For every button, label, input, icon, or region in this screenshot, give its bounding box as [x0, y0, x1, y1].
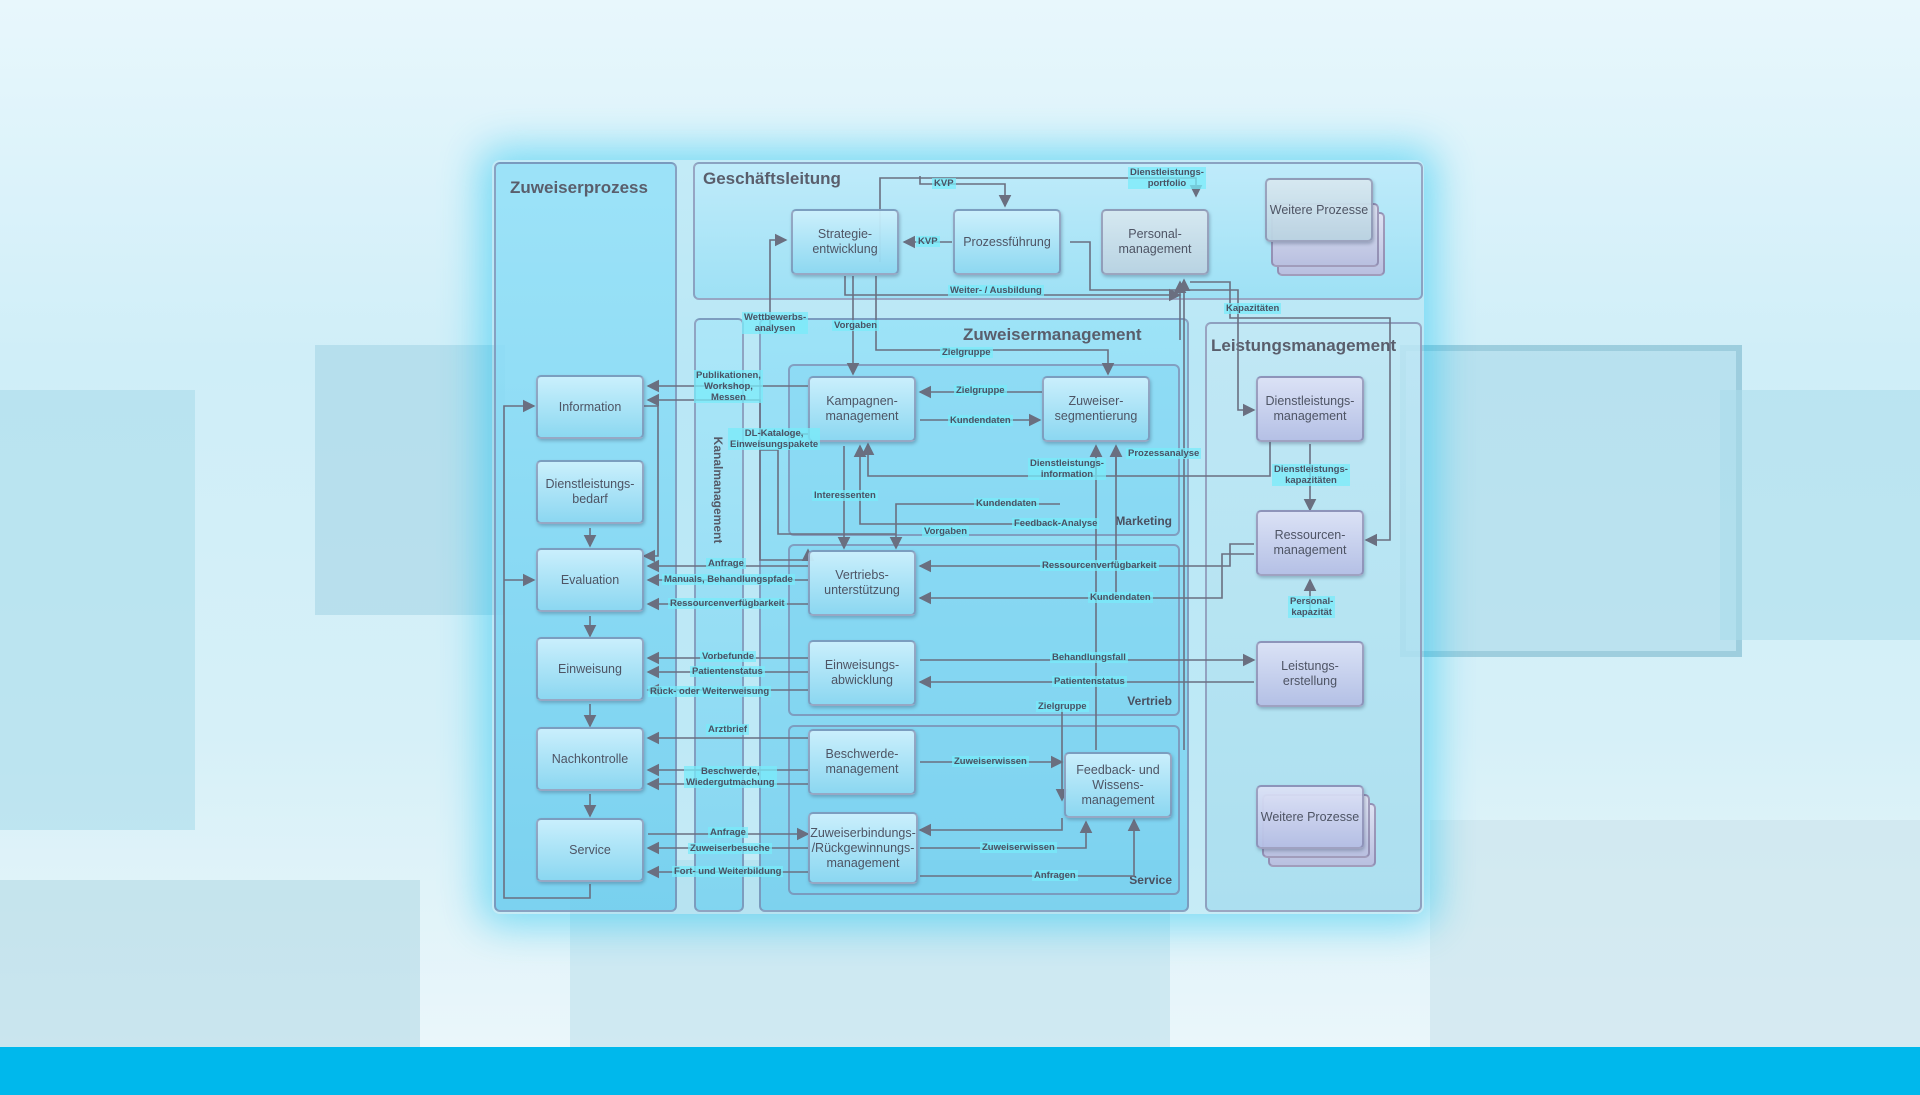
- label-zuweiserwissen-2: Zuweiserwissen: [980, 842, 1057, 853]
- label-zuweiserbesuche: Zuweiserbesuche: [688, 843, 772, 854]
- label-dl-kataloge: DL-Kataloge, Einweisungspakete: [728, 428, 821, 450]
- bottom-accent-bar: [0, 1047, 1920, 1095]
- label-feedback-analyse: Feedback-Analyse: [1012, 518, 1100, 529]
- label-fortbildung: Fort- und Weiterbildung: [672, 866, 784, 877]
- node-dienstleistungsmanagement[interactable]: Dienstleistungs- management: [1256, 376, 1364, 442]
- node-leistungserstellung[interactable]: Leistungs- erstellung: [1256, 641, 1364, 707]
- node-evaluation[interactable]: Evaluation: [536, 548, 644, 612]
- label-manuals: Manuals, Behandlungspfade: [662, 574, 795, 585]
- label-vorgaben-mid: Vorgaben: [922, 526, 970, 537]
- label-kvp-top: KVP: [932, 178, 956, 189]
- label-prozessanalyse: Prozessanalyse: [1126, 448, 1202, 459]
- node-weitere-prozesse-bottom[interactable]: Weitere Prozesse: [1256, 785, 1364, 849]
- node-dienstleistungsbedarf[interactable]: Dienstleistungs- bedarf: [536, 460, 644, 524]
- node-personalmanagement[interactable]: Personal- management: [1101, 209, 1209, 275]
- node-kampagnenmanagement[interactable]: Kampagnen- management: [808, 376, 916, 442]
- node-beschwerdemanagement[interactable]: Beschwerde- management: [808, 729, 916, 795]
- label-kvp-mid: KVP: [916, 236, 940, 247]
- lane-title-zuweisermanagement: Zuweisermanagement: [963, 325, 1142, 344]
- label-rueck-weiterweisung: Rück- oder Weiterweisung: [648, 686, 772, 697]
- label-kundendaten-2: Kundendaten: [974, 498, 1039, 509]
- section-title-marketing: Marketing: [1115, 514, 1172, 528]
- label-publikationen: Publikationen, Workshop, Messen: [694, 370, 763, 403]
- label-kapazitaeten: Kapazitäten: [1224, 303, 1282, 314]
- label-vorbefunde: Vorbefunde: [700, 651, 757, 662]
- label-ressourcenverfuegbarkeit-2: Ressourcenverfügbarkeit: [1040, 560, 1159, 571]
- label-kundendaten-3: Kundendaten: [1088, 592, 1153, 603]
- label-dl-information: Dienstleistungs- information: [1028, 458, 1106, 480]
- connector-arrows: [503, 176, 1391, 899]
- section-title-vertrieb: Vertrieb: [1127, 694, 1172, 708]
- label-personalkapazitaet: Personal- kapazität: [1288, 596, 1336, 618]
- node-nachkontrolle[interactable]: Nachkontrolle: [536, 727, 644, 791]
- label-zuweiserwissen-1: Zuweiserwissen: [952, 756, 1029, 767]
- label-zielgruppe-top: Zielgruppe: [940, 347, 993, 358]
- label-zielgruppe-mid: Zielgruppe: [954, 385, 1007, 396]
- label-patientenstatus-1: Patientenstatus: [690, 666, 765, 677]
- label-anfrage-2: Anfrage: [708, 827, 748, 838]
- label-weiter-ausbildung: Weiter- / Ausbildung: [948, 285, 1044, 296]
- label-zielgruppe-low: Zielgruppe: [1036, 701, 1089, 712]
- label-dl-kapazitaeten: Dienstleistungs- kapazitäten: [1272, 464, 1350, 486]
- label-anfragen: Anfragen: [1032, 870, 1078, 881]
- label-wettbewerbsanalysen: Wettbewerbs- analysen: [742, 312, 809, 334]
- label-behandlungsfall: Behandlungsfall: [1050, 652, 1128, 663]
- node-einweisungsabwicklung[interactable]: Einweisungs- abwicklung: [808, 640, 916, 706]
- lane-title-zuweiserprozess: Zuweiserprozess: [510, 178, 648, 197]
- node-strategieentwicklung[interactable]: Strategie- entwicklung: [791, 209, 899, 275]
- node-weitere-prozesse-top[interactable]: Weitere Prozesse: [1265, 178, 1373, 242]
- lane-title-leistungsmanagement: Leistungsmanagement: [1211, 336, 1397, 355]
- lane-kanalmanagement: Kanalmanagement: [694, 318, 744, 912]
- node-einweisung[interactable]: Einweisung: [536, 637, 644, 701]
- label-arztbrief: Arztbrief: [706, 724, 750, 735]
- node-service[interactable]: Service: [536, 818, 644, 882]
- section-title-service: Service: [1129, 873, 1172, 887]
- label-anfrage-1: Anfrage: [706, 558, 746, 569]
- label-dienstleistungsportfolio: Dienstleistungs- portfolio: [1128, 167, 1206, 189]
- node-zuweisersegmentierung[interactable]: Zuweiser- segmentierung: [1042, 376, 1150, 442]
- label-interessenten: Interessenten: [812, 490, 878, 501]
- label-kundendaten-1: Kundendaten: [948, 415, 1013, 426]
- lane-title-geschaeftsleitung: Geschäftsleitung: [703, 169, 841, 188]
- node-feedback-wissensmanagement[interactable]: Feedback- und Wissens- management: [1064, 752, 1172, 818]
- label-ressourcenverfuegbarkeit-1: Ressourcenverfügbarkeit: [668, 598, 787, 609]
- node-ressourcenmanagement[interactable]: Ressourcen- management: [1256, 510, 1364, 576]
- label-vorgaben-top: Vorgaben: [832, 320, 880, 331]
- node-information[interactable]: Information: [536, 375, 644, 439]
- label-beschwerde: Beschwerde, Wiedergutmachung: [684, 766, 777, 788]
- zuweisermanagement-diagram: Zuweiserprozess Geschäftsleitung Kanalma…: [492, 160, 1424, 914]
- node-zuweiserbindung[interactable]: Zuweiserbindungs- /Rückgewinnungs- manag…: [808, 812, 918, 884]
- node-prozessfuehrung[interactable]: Prozessführung: [953, 209, 1061, 275]
- node-vertriebsunterstuetzung[interactable]: Vertriebs- unterstützung: [808, 550, 916, 616]
- label-patientenstatus-2: Patientenstatus: [1052, 676, 1127, 687]
